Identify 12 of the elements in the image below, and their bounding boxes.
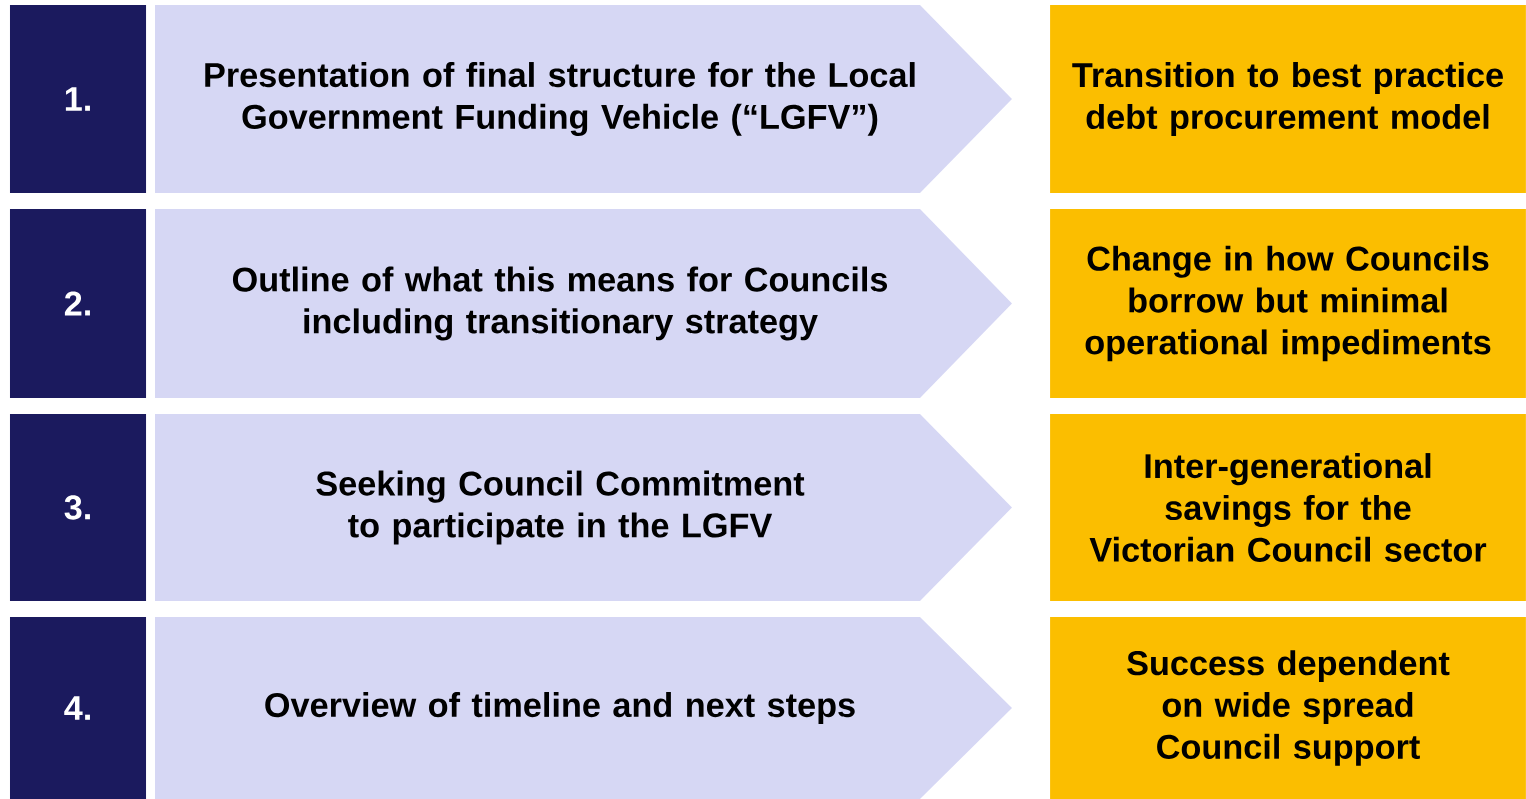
- number-box: 4.: [10, 616, 147, 799]
- pentagon-box: Seeking Council Commitment to participate in the LGFV: [155, 414, 1012, 601]
- result-box: Transition to best practice debt procurement model: [1050, 5, 1526, 193]
- number-box: 2.: [10, 209, 147, 398]
- result-box: Inter-generational savings for the Victorian Council sector: [1050, 413, 1526, 602]
- pentagon-box: Outline of what this means for Councils including transitionary strategy: [155, 209, 1012, 398]
- pentagon-box: Presentation of final structure for the Local Government Funding Vehicle (“LGFV”): [155, 5, 1012, 193]
- result-box: Change in how Councils borrow but minimal operational impediments: [1050, 209, 1526, 398]
- result-box: Success dependent on wide spread Council support: [1050, 616, 1526, 799]
- number-box: 3.: [10, 413, 147, 602]
- number-box: 1.: [10, 5, 147, 193]
- pentagon-box: Overview of timeline and next steps: [155, 617, 1012, 799]
